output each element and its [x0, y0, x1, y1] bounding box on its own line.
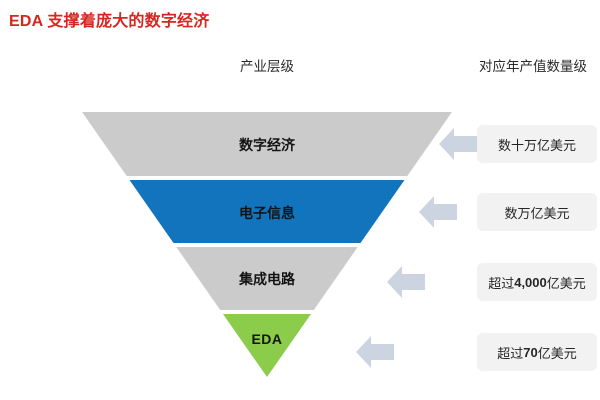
funnel-label-eda: EDA: [251, 331, 283, 347]
funnel-label-digital-economy: 数字经济: [239, 137, 295, 153]
page-title: EDA 支撑着庞大的数字经济: [9, 13, 210, 30]
value-unit: 亿美元: [546, 275, 586, 291]
funnel-layer-electronic-information: [129, 180, 405, 243]
left-arrow-icon: [419, 196, 457, 228]
left-arrow-shape: [387, 266, 425, 298]
column-header-industry-level: 产业层级: [240, 59, 294, 74]
value-unit: 亿美元: [537, 345, 577, 361]
funnel-layer-digital-economy: [82, 112, 452, 176]
value-text: 超过: [497, 345, 524, 361]
funnel-layer-eda: [223, 314, 311, 377]
value-text: 数万亿美元: [504, 205, 570, 221]
value-number: 4,000: [514, 274, 547, 290]
value-badge-digital-economy: 数十万亿美元: [477, 125, 597, 163]
column-header-annual-value: 对应年产值数量级: [479, 59, 587, 74]
value-text: 超过: [488, 275, 515, 291]
left-arrow-shape: [419, 196, 457, 228]
funnel-layer-integrated-circuit: [176, 247, 358, 310]
value-text: 数十万亿美元: [497, 137, 576, 153]
left-arrow-icon: [387, 266, 425, 298]
left-arrow-shape: [356, 336, 394, 368]
value-badge-electronic-information: 数万亿美元: [477, 193, 597, 231]
left-arrow-shape: [439, 128, 477, 160]
left-arrow-icon: [356, 336, 394, 368]
funnel-label-integrated-circuit: 集成电路: [239, 271, 295, 287]
funnel-label-electronic-information: 电子信息: [239, 205, 295, 221]
left-arrow-icon: [439, 128, 477, 160]
value-number: 70: [523, 344, 538, 360]
